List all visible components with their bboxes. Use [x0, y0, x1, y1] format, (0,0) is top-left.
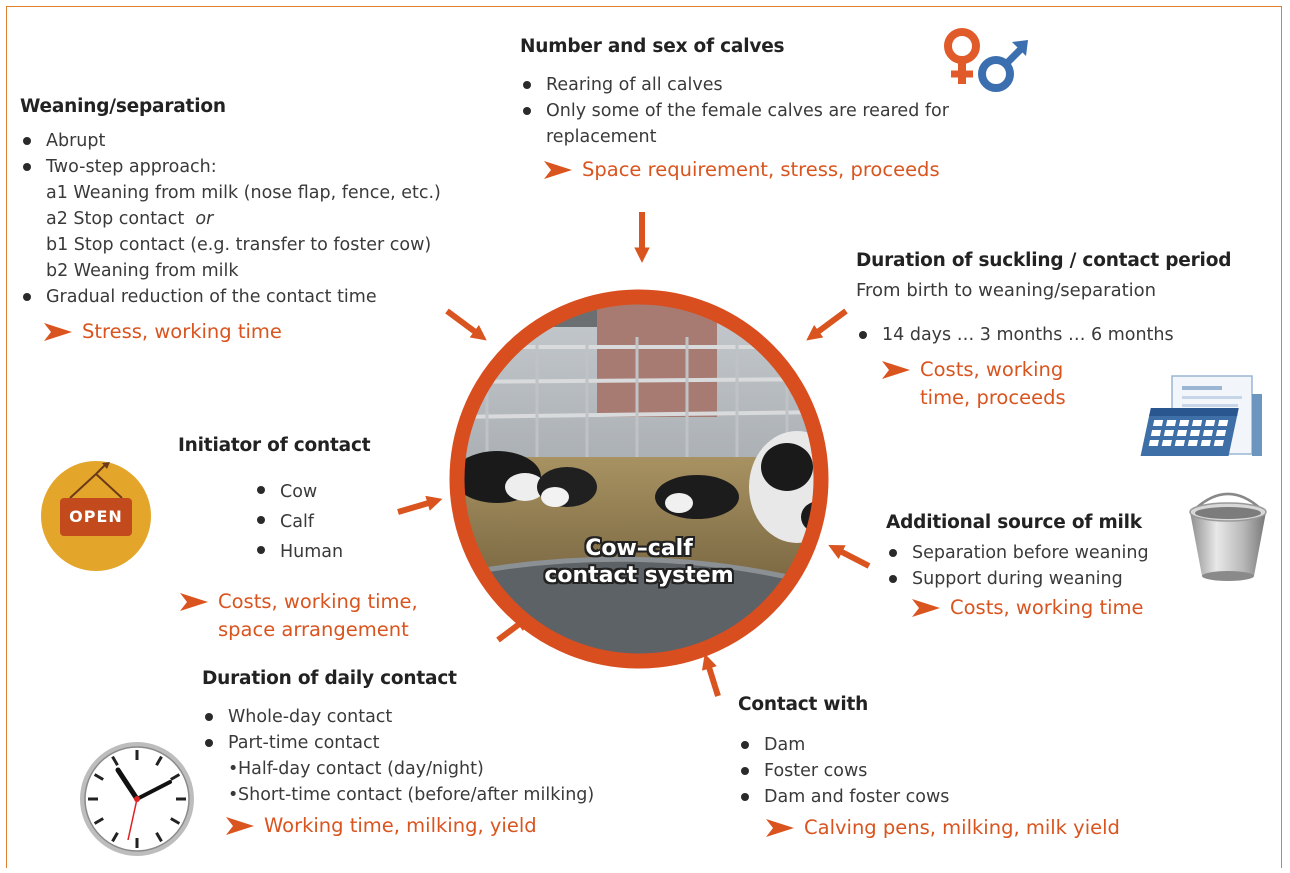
list-item: Only some of the female calves are reare… — [520, 98, 986, 150]
initiator-impact-line2: space arrangement — [218, 618, 409, 641]
suckling-impact-line1: Costs, working — [920, 358, 1064, 381]
suckling-title: Duration of suckling / contact period — [856, 250, 1232, 271]
daily-block: Duration of daily contact Whole-day cont… — [202, 666, 594, 840]
suckling-subtitle: From birth to weaning/separation — [856, 280, 1157, 301]
center-label-line1: Cow–calf — [585, 536, 693, 561]
milk-title: Additional source of milk — [886, 512, 1142, 533]
weaning-a1: a1 Weaning from milk (nose flap, fence, … — [46, 183, 441, 203]
daily-impact-text: Working time, milking, yield — [264, 814, 537, 837]
initiator-impact-line1: Costs, working time, — [218, 590, 418, 613]
suckling-impact: Costs, working time, proceeds — [882, 356, 1231, 412]
arrowhead-icon — [766, 819, 794, 837]
weaning-a2-line: a2 Stop contact or — [46, 206, 441, 232]
list-item: Human — [254, 537, 370, 567]
suckling-impact-line2: time, proceeds — [920, 386, 1066, 409]
list-item: Whole-day contact — [202, 704, 594, 730]
arrowhead-icon — [226, 817, 254, 835]
center-label: Cow–calf contact system — [447, 535, 831, 589]
daily-title: Duration of daily contact — [202, 668, 457, 689]
arrowhead-icon — [44, 323, 72, 341]
list-item: Gradual reduction of the contact time — [20, 284, 441, 310]
sex-title: Number and sex of calves — [520, 36, 785, 57]
calendar-icon — [1140, 375, 1262, 456]
list-item: Calf — [254, 507, 370, 537]
sex-impact-text: Space requirement, stress, proceeds — [582, 158, 940, 181]
list-item: Foster cows — [738, 758, 1120, 784]
arrowhead-icon — [882, 361, 910, 379]
male-symbol-icon — [978, 40, 1028, 92]
center-circle: Cow–calf contact system — [447, 287, 831, 671]
contact-block: Contact with Dam Foster cows Dam and fos… — [738, 692, 1120, 842]
weaning-b1: b1 Stop contact (e.g. transfer to foster… — [46, 235, 432, 255]
weaning-block: Weaning/separation Abrupt Two-step appro… — [20, 94, 441, 346]
open-sign-icon: OPEN — [40, 460, 152, 572]
contact-title: Contact with — [738, 694, 869, 715]
list-item: Cow — [254, 477, 370, 507]
suckling-block: Duration of suckling / contact period Fr… — [856, 248, 1231, 412]
milk-impact: Costs, working time — [912, 594, 1149, 622]
weaning-title: Weaning/separation — [20, 96, 226, 117]
list-item: 14 days … 3 months … 6 months — [856, 322, 1231, 348]
center-label-line2: contact system — [544, 563, 734, 588]
milk-block: Additional source of milk Separation bef… — [886, 510, 1149, 622]
arrowhead-icon — [912, 599, 940, 617]
wall-clock-icon — [80, 742, 194, 856]
list-item: Abrupt — [20, 128, 441, 154]
arrowhead-icon — [544, 161, 572, 179]
weaning-b2: b2 Weaning from milk — [46, 261, 239, 281]
contact-impact-text: Calving pens, milking, milk yield — [804, 816, 1120, 839]
daily-impact: Working time, milking, yield — [226, 812, 594, 840]
list-item: Part-time contact — [202, 730, 594, 756]
open-sign-text: OPEN — [69, 507, 123, 526]
list-item: Rearing of all calves — [520, 72, 1000, 98]
weaning-a2: a2 Stop contact — [46, 209, 185, 229]
daily-sub-item: Short-time contact (before/after milking… — [228, 782, 594, 808]
initiator-title: Initiator of contact — [178, 435, 371, 456]
cow-barn-photo — [449, 289, 829, 669]
arrowhead-icon — [180, 593, 208, 611]
milk-bucket-icon — [1189, 492, 1267, 581]
sex-symbols-icon — [944, 28, 1028, 92]
list-item: Dam — [738, 732, 1120, 758]
weaning-impact: Stress, working time — [44, 318, 441, 346]
sex-block: Number and sex of calves Rearing of all … — [520, 34, 1000, 184]
diagram-frame — [6, 6, 1282, 868]
list-item: Dam and foster cows — [738, 784, 1120, 810]
milk-impact-text: Costs, working time — [950, 596, 1144, 619]
contact-impact: Calving pens, milking, milk yield — [766, 814, 1120, 842]
list-item: Support during weaning — [886, 566, 1149, 592]
initiator-block: Initiator of contact Cow Calf Human — [178, 433, 371, 567]
list-item: Two-step approach: — [20, 154, 441, 180]
female-symbol-icon — [944, 28, 980, 84]
daily-sub-item: Half-day contact (day/night) — [228, 756, 594, 782]
initiator-impact: Costs, working time, space arrangement — [180, 588, 418, 644]
list-item: Separation before weaning — [886, 540, 1149, 566]
weaning-impact-text: Stress, working time — [82, 320, 282, 343]
sex-impact: Space requirement, stress, proceeds — [544, 156, 1000, 184]
weaning-or: or — [195, 209, 214, 229]
